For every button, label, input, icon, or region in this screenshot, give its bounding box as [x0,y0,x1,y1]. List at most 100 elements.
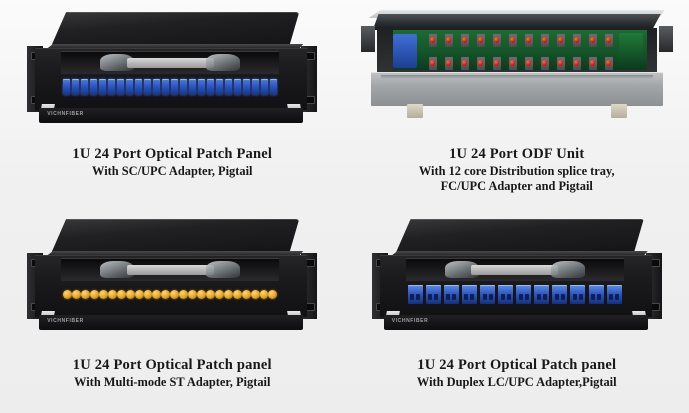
fc-adapter [476,57,485,70]
fiber-spool-right [206,54,241,71]
distribution-splice-tray [392,30,647,70]
caption-top-left: 1U 24 Port Optical Patch Panel With SC/U… [0,146,345,178]
lc-duplex-adapter [588,284,604,304]
sc-adapter [99,79,107,95]
odf-interior [376,28,657,74]
sc-adapter [207,79,215,95]
st-adapter [206,289,215,299]
sc-adapter [198,79,206,95]
fc-adapter [428,57,437,70]
st-adapter [81,289,91,299]
lc-duplex-adapter [461,284,477,304]
fiber-spool-left [100,261,135,278]
sc-adapter [252,79,260,95]
lc-duplex-adapter [480,284,496,304]
fc-adapter [572,34,581,47]
st-adapter [197,289,206,299]
panel-bottom-skirt [383,315,648,330]
lc-duplex-adapter [425,284,441,304]
product-subtitle-line-1: With Multi-mode ST Adapter, Pigtail [74,374,271,389]
panel-cover-edge [389,251,648,257]
brand-logo-text: VICHNFIBER [47,111,84,117]
sc-adapter [153,79,161,95]
product-image-lc-patch-panel: VICHNFIBER [345,211,689,349]
panel-drawer-cavity [61,51,280,74]
fc-adapter-row-top [428,34,613,47]
sc-adapter [180,79,188,95]
lc-duplex-adapter [606,284,622,304]
st-adapter [143,289,153,299]
adapter-row-st [63,283,278,305]
fc-adapter [428,34,437,47]
sc-adapter [108,79,116,95]
sc-adapter [126,79,134,95]
cable-guide [471,265,559,275]
sc-adapter [63,79,71,95]
product-subtitle-line-2: FC/UPC Adapter and Pigtail [440,179,593,194]
fc-adapter [556,57,565,70]
st-adapter [63,289,73,299]
lc-duplex-adapter [570,284,586,304]
st-adapter [152,289,162,299]
product-image-st-patch-panel: VICHNFIBER [0,211,345,349]
product-cell-bottom-left: VICHNFIBER 1U 24 Port Optical Patch pane… [0,207,345,413]
product-image-odf-unit [345,4,689,142]
fc-adapter [604,34,613,47]
fc-adapter [588,34,597,47]
fc-adapter [524,57,533,70]
product-title: 1U 24 Port Optical Patch panel [72,357,272,373]
product-title: 1U 24 Port Optical Patch Panel [72,146,273,162]
fiber-spool-right [206,261,241,278]
product-title: 1U 24 Port ODF Unit [449,146,585,162]
panel-bottom-skirt [39,108,304,123]
fc-adapter [540,57,549,70]
product-subtitle-line-1: With SC/UPC Adapter, Pigtail [92,163,253,178]
sc-adapter [162,79,170,95]
sc-adapter [189,79,197,95]
panel-chassis [35,48,308,110]
adapter-row-sc [63,76,278,98]
product-title: 1U 24 Port Optical Patch panel [417,357,617,373]
st-adapter [170,289,180,299]
fiber-spool-left [100,54,135,71]
brand-logo-text: VICHNFIBER [47,318,84,324]
st-adapter [188,289,198,299]
patch-panel-sc: VICHNFIBER [27,12,318,130]
product-subtitle-line-1: With Duplex LC/UPC Adapter,Pigtail [416,374,617,389]
st-adapter [232,289,242,299]
fc-adapter-row-bottom [428,57,613,70]
fc-adapter [604,57,613,70]
fiber-spool-right [550,261,585,278]
panel-chassis [35,255,308,317]
lc-duplex-adapter [443,284,459,304]
panel-chassis [379,255,652,317]
panel-cover-edge [45,44,304,50]
st-adapter [161,289,171,299]
cable-guide [126,58,214,68]
fc-adapter [508,57,517,70]
odf-green-module-right [618,33,643,69]
caption-bottom-left: 1U 24 Port Optical Patch panel With Mult… [0,357,345,389]
fc-adapter-array [428,34,613,70]
sc-adapter [117,79,125,95]
fc-adapter [508,34,517,47]
fc-adapter [556,34,565,47]
product-subtitle-line-1: With 12 core Distribution splice tray, [418,163,615,178]
st-adapter [107,289,117,299]
sc-adapter [234,79,242,95]
cable-guide [126,265,214,275]
panel-top-cover [51,219,300,253]
st-adapter [90,289,99,299]
odf-cover [372,14,661,30]
sc-adapter [90,79,98,95]
sc-adapter [270,79,278,95]
st-adapter [268,289,278,299]
product-image-sc-upc-patch-panel: VICHNFIBER [0,4,345,142]
product-cell-top-left: VICHNFIBER 1U 24 Port Optical Patch Pane… [0,0,345,207]
fc-adapter [572,57,581,70]
st-adapter [72,289,82,299]
sc-adapter [243,79,251,95]
sc-adapter [225,79,233,95]
sc-adapter [261,79,269,95]
panel-top-cover [51,12,300,46]
